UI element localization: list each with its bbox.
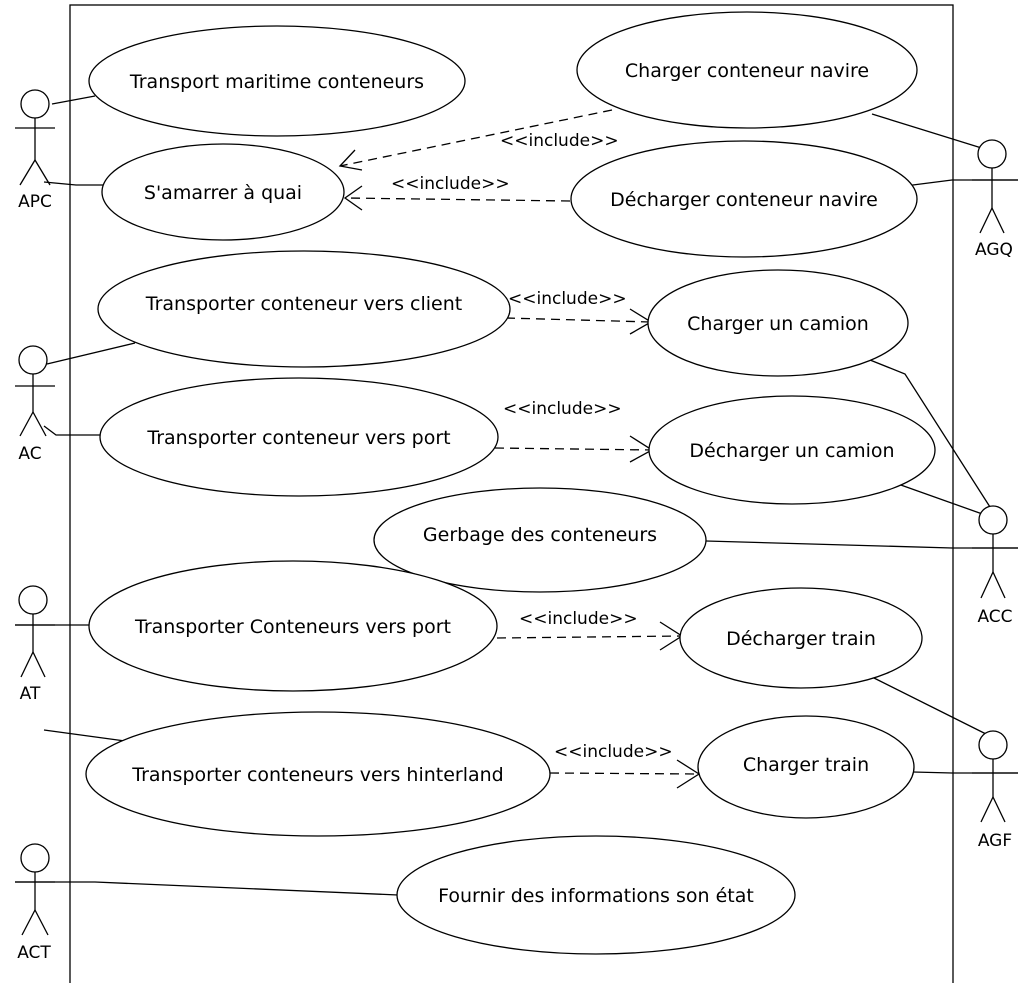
- use-case-label: Transporter conteneurs vers hinterland: [131, 764, 504, 786]
- use-case-charger-camion[interactable]: Charger un camion: [647, 269, 909, 377]
- use-case-decharger-camion[interactable]: Décharger un camion: [648, 395, 936, 505]
- use-case-label: Fournir des informations son état: [438, 885, 754, 907]
- include-label: <<include>>: [503, 399, 622, 419]
- actor-label: AGF: [978, 831, 1012, 851]
- system-boundary: [69, 4, 954, 983]
- use-case-decharger-conteneur-navire[interactable]: Décharger conteneur navire: [570, 140, 918, 258]
- use-case-amarrer-quai[interactable]: S'amarrer à quai: [101, 143, 345, 241]
- actor-act[interactable]: ACT: [15, 843, 55, 963]
- actor-label: AGQ: [975, 240, 1013, 260]
- use-case-label: Gerbage des conteneurs: [423, 524, 657, 546]
- use-case-transporter-conteneurs-port[interactable]: Transporter Conteneurs vers port: [88, 560, 498, 692]
- use-case-label: Transporter Conteneurs vers port: [134, 616, 451, 638]
- use-case-transporter-hinterland[interactable]: Transporter conteneurs vers hinterland: [85, 711, 551, 837]
- use-case-label: Charger conteneur navire: [625, 60, 869, 82]
- actor-apc[interactable]: APC: [15, 89, 55, 212]
- use-case-label: S'amarrer à quai: [144, 182, 302, 204]
- use-case-label: Décharger train: [726, 628, 876, 650]
- actor-agf[interactable]: AGF: [972, 730, 1018, 851]
- use-case-decharger-train[interactable]: Décharger train: [679, 587, 923, 689]
- include-label: <<include>>: [554, 742, 673, 762]
- include-label: <<include>>: [500, 131, 619, 151]
- use-case-label: Décharger un camion: [689, 440, 894, 462]
- include-labels: <<include>> <<include>> <<include>> <<in…: [391, 131, 673, 762]
- use-case-charger-train[interactable]: Charger train: [697, 715, 915, 819]
- use-case-label: Transporter conteneur vers port: [146, 427, 450, 449]
- use-case-transport-maritime[interactable]: Transport maritime conteneurs: [88, 25, 466, 137]
- actor-label: ACT: [17, 943, 51, 963]
- use-case-transporter-vers-port[interactable]: Transporter conteneur vers port: [99, 377, 499, 497]
- use-case-fournir-informations[interactable]: Fournir des informations son état: [396, 835, 796, 955]
- include-label: <<include>>: [391, 174, 510, 194]
- use-case-charger-conteneur-navire[interactable]: Charger conteneur navire: [576, 11, 918, 129]
- use-case-label: Transport maritime conteneurs: [129, 71, 424, 93]
- use-case-label: Transporter conteneur vers client: [145, 293, 462, 315]
- actor-label: ACC: [977, 607, 1012, 627]
- use-case-label: Charger train: [743, 754, 869, 776]
- actor-label: AT: [20, 684, 41, 704]
- actor-label: APC: [18, 192, 52, 212]
- actor-label: AC: [18, 444, 41, 464]
- actor-agq[interactable]: AGQ: [972, 139, 1018, 260]
- use-case-label: Charger un camion: [687, 313, 869, 335]
- actor-at[interactable]: AT: [15, 585, 55, 704]
- use-case-transporter-vers-client[interactable]: Transporter conteneur vers client: [97, 250, 511, 368]
- actor-acc[interactable]: ACC: [972, 505, 1018, 627]
- use-case-gerbage[interactable]: Gerbage des conteneurs: [373, 487, 707, 593]
- include-label: <<include>>: [519, 609, 638, 629]
- use-case-label: Décharger conteneur navire: [610, 189, 878, 211]
- actor-ac[interactable]: AC: [15, 345, 55, 464]
- include-label: <<include>>: [508, 289, 627, 309]
